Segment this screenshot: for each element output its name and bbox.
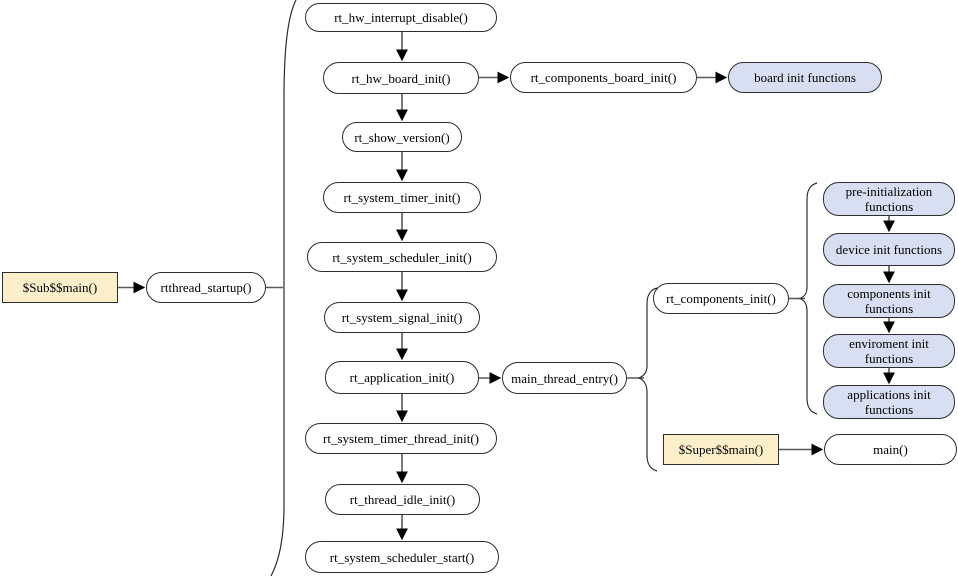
node-super-main: $Super$$main() bbox=[663, 434, 779, 465]
main-thread-brace bbox=[637, 287, 658, 472]
node-rt-components-board-init: rt_components_board_init() bbox=[510, 62, 697, 93]
node-components-init-functions: components init functions bbox=[823, 284, 955, 318]
node-board-init-functions: board init functions bbox=[728, 62, 882, 93]
node-rt-hw-interrupt-disable: rt_hw_interrupt_disable() bbox=[305, 3, 497, 32]
node-rt-system-timer-thread-init: rt_system_timer_thread_init() bbox=[305, 423, 497, 454]
node-sub-main: $Sub$$main() bbox=[2, 272, 118, 303]
node-rt-system-scheduler-init: rt_system_scheduler_init() bbox=[307, 242, 497, 272]
node-main: main() bbox=[824, 434, 957, 465]
node-device-init-functions: device init functions bbox=[823, 233, 955, 266]
node-rt-system-signal-init: rt_system_signal_init() bbox=[324, 302, 480, 333]
node-rt-hw-board-init: rt_hw_board_init() bbox=[323, 62, 479, 94]
node-main-thread-entry: main_thread_entry() bbox=[502, 362, 627, 394]
components-init-brace bbox=[798, 182, 818, 415]
node-rtthread-startup: rtthread_startup() bbox=[146, 272, 266, 303]
node-applications-init-functions: applications init functions bbox=[823, 385, 955, 419]
node-rt-system-scheduler-start: rt_system_scheduler_start() bbox=[305, 541, 499, 573]
node-rt-show-version: rt_show_version() bbox=[342, 122, 462, 152]
node-enviroment-init-functions: enviroment init functions bbox=[823, 334, 955, 368]
node-pre-initialization-functions: pre-initialization functions bbox=[823, 182, 955, 216]
node-rt-system-timer-init: rt_system_timer_init() bbox=[323, 182, 481, 213]
node-rt-application-init: rt_application_init() bbox=[325, 361, 479, 394]
startup-sequence-brace bbox=[270, 0, 297, 576]
node-rt-components-init: rt_components_init() bbox=[653, 283, 789, 314]
node-rt-thread-idle-init: rt_thread_idle_init() bbox=[325, 484, 480, 515]
